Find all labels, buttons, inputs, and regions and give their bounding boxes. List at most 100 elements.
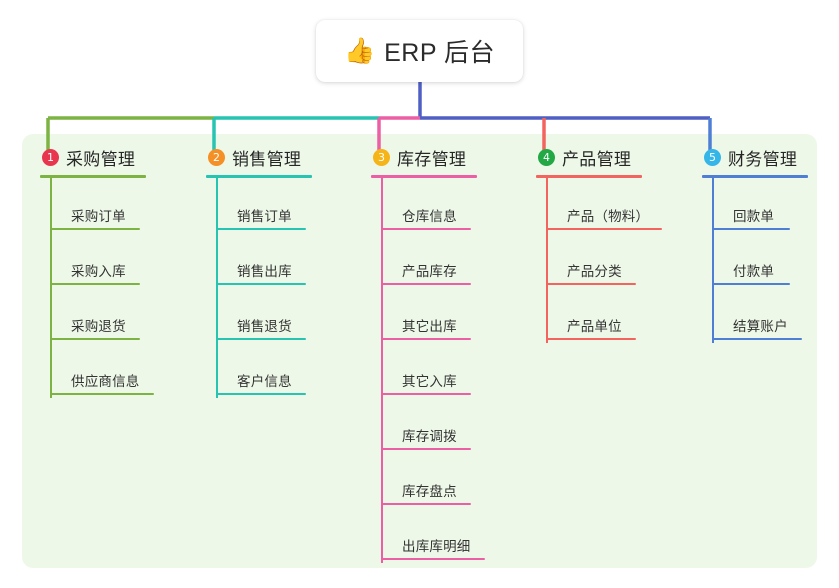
branch-item[interactable]: 其它出库 xyxy=(371,288,477,343)
branch-title: 销售管理 xyxy=(232,149,302,169)
branch-item-label: 产品单位 xyxy=(567,319,622,334)
branch-item-rule xyxy=(50,283,140,285)
branch-item-list: 销售订单销售出库销售退货客户信息 xyxy=(206,178,312,398)
branch-spine xyxy=(712,178,714,343)
branch-item-list: 仓库信息产品库存其它出库其它入库库存调拨库存盘点出库库明细 xyxy=(371,178,485,563)
branch-title: 财务管理 xyxy=(728,149,798,169)
branch-item[interactable]: 付款单 xyxy=(702,233,808,288)
branch-spine xyxy=(50,178,52,398)
branch-item-label: 库存调拨 xyxy=(402,429,457,444)
branch-item[interactable]: 客户信息 xyxy=(206,343,312,398)
branch-number-badge: 1 xyxy=(42,148,59,166)
root-node[interactable]: 👍 ERP 后台 xyxy=(316,20,523,82)
branch-number-badge: 4 xyxy=(538,148,555,166)
branch-item[interactable]: 销售出库 xyxy=(206,233,312,288)
branch-item-rule xyxy=(712,283,790,285)
branch-item[interactable]: 出库库明细 xyxy=(371,508,485,563)
thumbs-up-icon: 👍 xyxy=(343,36,376,65)
branch-item-rule xyxy=(546,283,636,285)
branch-item-rule xyxy=(712,338,802,340)
branch-header-4[interactable]: 4 产品管理 xyxy=(536,144,642,170)
branch-item-label: 产品库存 xyxy=(402,264,457,279)
branch-item[interactable]: 回款单 xyxy=(702,178,808,233)
branch-item-label: 付款单 xyxy=(733,264,775,279)
branch-item-rule xyxy=(50,338,140,340)
root-title: ERP 后台 xyxy=(384,39,496,67)
branch-item-rule xyxy=(216,283,306,285)
branch-title: 产品管理 xyxy=(562,149,632,169)
branch-header-rule xyxy=(206,175,312,178)
branch-item-rule xyxy=(381,503,471,505)
branch-item[interactable]: 结算账户 xyxy=(702,288,808,343)
branch-item[interactable]: 产品单位 xyxy=(536,288,642,343)
branch-header-rule xyxy=(536,175,642,178)
branch-number-badge: 5 xyxy=(704,148,721,166)
branches-background-panel xyxy=(22,134,817,568)
branch-item-rule xyxy=(216,228,306,230)
branch-column-5: 5 财务管理回款单付款单结算账户 xyxy=(702,144,808,343)
branch-spine xyxy=(546,178,548,343)
branch-number-badge: 3 xyxy=(373,148,390,166)
branch-item-list: 回款单付款单结算账户 xyxy=(702,178,808,343)
branch-item-label: 销售出库 xyxy=(237,264,292,279)
branch-item-label: 回款单 xyxy=(733,209,775,224)
branch-item-label: 其它出库 xyxy=(402,319,457,334)
branch-item[interactable]: 供应商信息 xyxy=(40,343,154,398)
branch-item-rule xyxy=(216,393,306,395)
branch-item-rule xyxy=(381,338,471,340)
branch-item-label: 库存盘点 xyxy=(402,484,457,499)
branch-column-1: 1 采购管理采购订单采购入库采购退货供应商信息 xyxy=(40,144,154,398)
branch-item-label: 采购订单 xyxy=(71,209,126,224)
branch-item-list: 采购订单采购入库采购退货供应商信息 xyxy=(40,178,154,398)
branch-item-label: 出库库明细 xyxy=(402,539,471,554)
branch-header-rule xyxy=(40,175,146,178)
branch-title: 库存管理 xyxy=(397,149,467,169)
branch-item-label: 销售订单 xyxy=(237,209,292,224)
branch-item-label: 供应商信息 xyxy=(71,374,140,389)
branch-header-2[interactable]: 2 销售管理 xyxy=(206,144,312,170)
branch-item-label: 其它入库 xyxy=(402,374,457,389)
branch-item-rule xyxy=(381,393,471,395)
branch-title: 采购管理 xyxy=(66,149,136,169)
branch-header-5[interactable]: 5 财务管理 xyxy=(702,144,808,170)
branch-item-rule xyxy=(381,558,485,560)
branch-item-rule xyxy=(712,228,790,230)
branch-column-4: 4 产品管理产品（物料） 产品分类产品单位 xyxy=(536,144,662,343)
branch-header-rule xyxy=(702,175,808,178)
branch-item[interactable]: 产品（物料） xyxy=(536,178,662,233)
branch-item-label: 产品分类 xyxy=(567,264,622,279)
branch-spine xyxy=(216,178,218,398)
branch-item[interactable]: 库存调拨 xyxy=(371,398,477,453)
branch-item-rule xyxy=(381,228,471,230)
branch-item-rule xyxy=(546,228,662,230)
branch-item[interactable]: 库存盘点 xyxy=(371,453,477,508)
branch-column-3: 3 库存管理仓库信息产品库存其它出库其它入库库存调拨库存盘点出库库明细 xyxy=(371,144,485,563)
branch-header-3[interactable]: 3 库存管理 xyxy=(371,144,477,170)
branch-item[interactable]: 产品库存 xyxy=(371,233,477,288)
branch-item-label: 销售退货 xyxy=(237,319,292,334)
branch-item-rule xyxy=(50,228,140,230)
branch-item[interactable]: 仓库信息 xyxy=(371,178,477,233)
branch-header-1[interactable]: 1 采购管理 xyxy=(40,144,146,170)
branch-item-label: 产品（物料） xyxy=(567,209,650,224)
branch-spine xyxy=(381,178,383,563)
branch-item-rule xyxy=(216,338,306,340)
branch-item-list: 产品（物料） 产品分类产品单位 xyxy=(536,178,662,343)
branch-item[interactable]: 销售订单 xyxy=(206,178,312,233)
branch-item-label: 仓库信息 xyxy=(402,209,457,224)
branch-item[interactable]: 采购入库 xyxy=(40,233,146,288)
branch-item-label: 采购退货 xyxy=(71,319,126,334)
branch-item[interactable]: 销售退货 xyxy=(206,288,312,343)
branch-item[interactable]: 采购订单 xyxy=(40,178,146,233)
branch-item[interactable]: 采购退货 xyxy=(40,288,146,343)
branch-column-2: 2 销售管理销售订单销售出库销售退货客户信息 xyxy=(206,144,312,398)
branch-item-label: 采购入库 xyxy=(71,264,126,279)
branch-number-badge: 2 xyxy=(208,148,225,166)
branch-item-label: 客户信息 xyxy=(237,374,292,389)
branch-item[interactable]: 产品分类 xyxy=(536,233,642,288)
branch-item-label: 结算账户 xyxy=(733,319,788,334)
branch-item-rule xyxy=(50,393,154,395)
branch-item[interactable]: 其它入库 xyxy=(371,343,477,398)
branch-item-rule xyxy=(381,283,471,285)
